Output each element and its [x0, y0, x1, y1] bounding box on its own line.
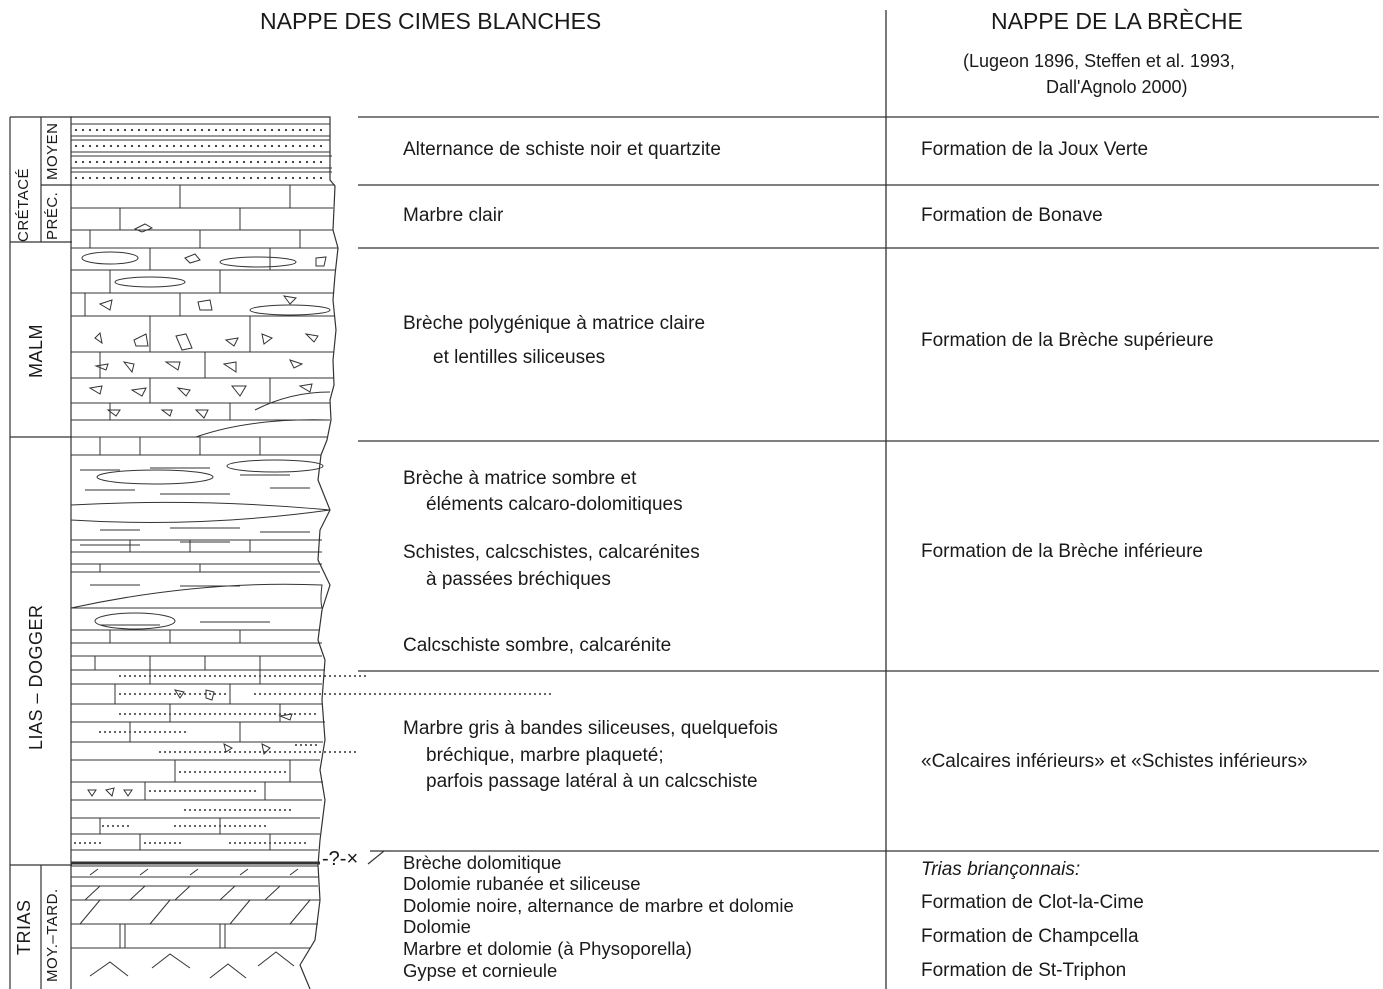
cb-breche-sup-1: Brèche polygénique à matrice claire: [403, 313, 706, 334]
nb-joux-verte: Formation de la Joux Verte: [921, 139, 1149, 160]
pattern-malm-breccia: [71, 247, 338, 438]
pattern-grey-marble: [71, 670, 325, 865]
pattern-schist-quartzite: [71, 123, 335, 186]
pattern-marble-bricks: [71, 185, 333, 248]
cb-joux-verte: Alternance de schiste noir et quartzite: [403, 139, 721, 160]
nb-trias-2: Formation de Champcella: [921, 926, 1139, 947]
cb-calcaires-1: Marbre gris à bandes siliceuses, quelque…: [403, 718, 778, 739]
age-bar: [9, 116, 72, 989]
cb-trias-1: Brèche dolomitique: [403, 852, 562, 873]
cb-breche-inf-b1: Schistes, calcschistes, calcarénites: [403, 542, 700, 563]
age-label-moy-tard: MOY.–TARD.: [44, 888, 61, 982]
cb-breche-inf-a1: Brèche à matrice sombre et: [403, 468, 637, 489]
age-label-cretace: CRÉTACÉ: [15, 167, 32, 242]
nb-trias-1: Formation de Clot-la-Cime: [921, 892, 1144, 913]
cb-trias-5: Marbre et dolomie (à Physoporella): [403, 938, 692, 959]
cb-trias-6: Gypse et cornieule: [403, 960, 558, 981]
age-label-malm: MALM: [26, 323, 46, 378]
nb-bonave: Formation de Bonave: [921, 205, 1103, 226]
pattern-trias: [71, 865, 320, 979]
cb-breche-sup-2: et lentilles siliceuses: [433, 347, 606, 368]
header-left: NAPPE DES CIMES BLANCHES: [260, 8, 602, 34]
nb-breche-inf: Formation de la Brèche inférieure: [921, 541, 1203, 562]
cb-breche-inf-c: Calcschiste sombre, calcarénite: [403, 635, 672, 656]
header-right-reference-1: (Lugeon 1896, Steffen et al. 1993,: [963, 51, 1235, 71]
header-right: NAPPE DE LA BRÈCHE: [991, 8, 1243, 34]
nb-calcaires: «Calcaires inférieurs» et «Schistes infé…: [921, 751, 1308, 772]
age-label-prec: PRÉC.: [44, 191, 61, 240]
header-right-reference-2: Dall'Agnolo 2000): [1046, 77, 1188, 97]
nb-trias-3: Formation de St-Triphon: [921, 960, 1127, 981]
nb-trias-title: Trias briançonnais:: [921, 859, 1081, 880]
pattern-lias-dogger: [70, 436, 331, 671]
cb-trias-4: Dolomie: [403, 916, 471, 937]
cb-breche-inf-b2: à passées bréchiques: [426, 569, 611, 590]
age-label-trias: TRIAS: [14, 899, 34, 955]
pattern-dots: [74, 128, 551, 844]
cb-calcaires-3: parfois passage latéral à un calcschiste: [426, 771, 758, 792]
nb-breche-sup: Formation de la Brèche supérieure: [921, 330, 1214, 351]
age-label-moyen: MOYEN: [44, 122, 61, 180]
contact-connector: [367, 850, 385, 865]
cb-bonave: Marbre clair: [403, 205, 504, 226]
cb-calcaires-2: bréchique, marbre plaqueté;: [426, 745, 664, 766]
contact-marker: -?-×: [322, 848, 359, 870]
cb-trias-3: Dolomie noire, alternance de marbre et d…: [403, 895, 794, 916]
cb-breche-inf-a2: éléments calcaro-dolomitiques: [426, 494, 683, 515]
age-label-lias-dogger: LIAS – DOGGER: [26, 604, 46, 750]
cb-trias-2: Dolomie rubanée et siliceuse: [403, 873, 641, 894]
